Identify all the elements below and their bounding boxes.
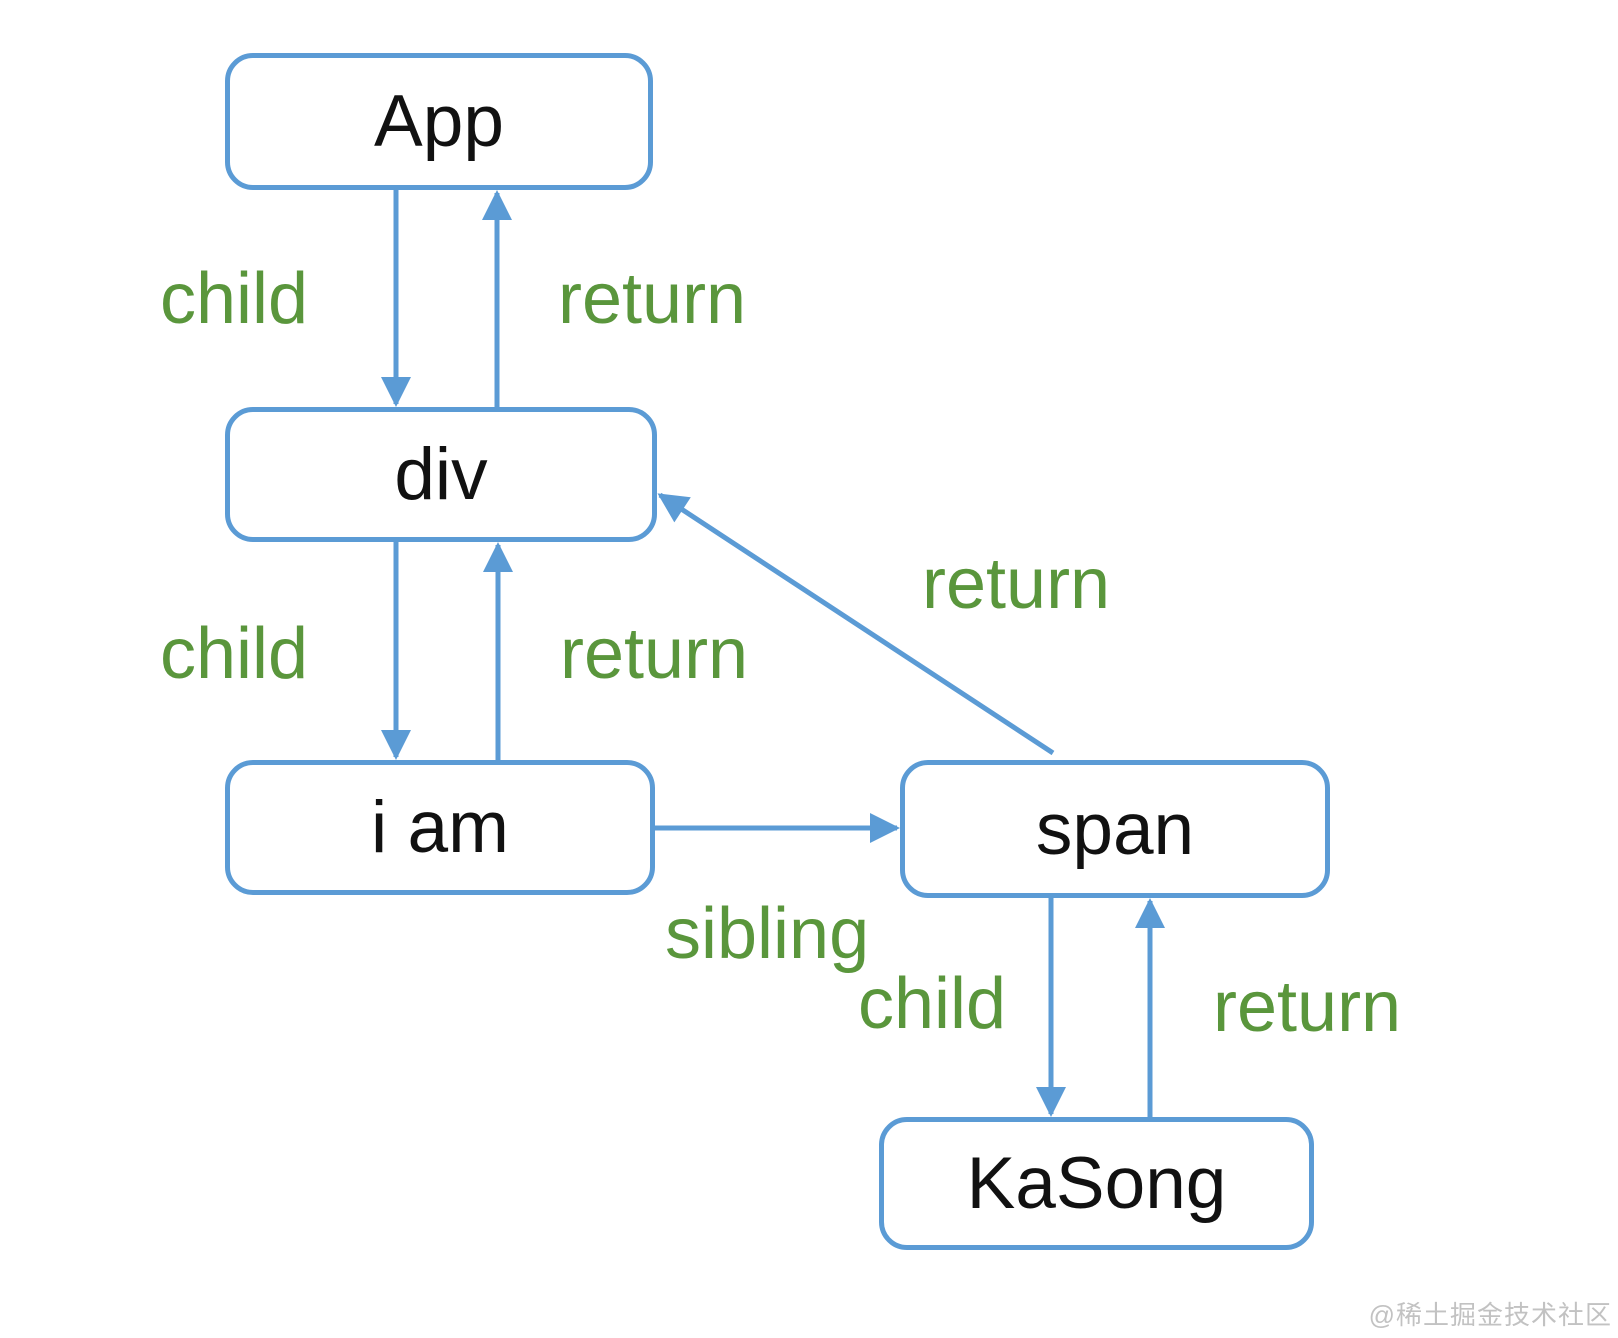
node-span: span [900,760,1330,898]
node-app: App [225,53,653,190]
edge-label-child-app-div: child [160,259,309,339]
edge-label-child-div-iam: child [160,614,309,694]
edge-label-child-span-kasong: child [858,964,1007,1044]
node-div: div [225,407,657,542]
edge-return-span-to-div [657,492,1055,756]
edge-label-return-kasong-span: return [1213,967,1402,1047]
node-i-am: i am [225,760,655,895]
node-kasong: KaSong [879,1117,1314,1250]
watermark: @稀土掘金技术社区 [1368,1300,1612,1330]
edge-label-return-span-div: return [922,544,1111,624]
edge-label-return-iam-div: return [560,614,749,694]
edge-label-return-div-app: return [558,259,747,339]
edge-label-sibling-iam-span: sibling [665,894,870,974]
